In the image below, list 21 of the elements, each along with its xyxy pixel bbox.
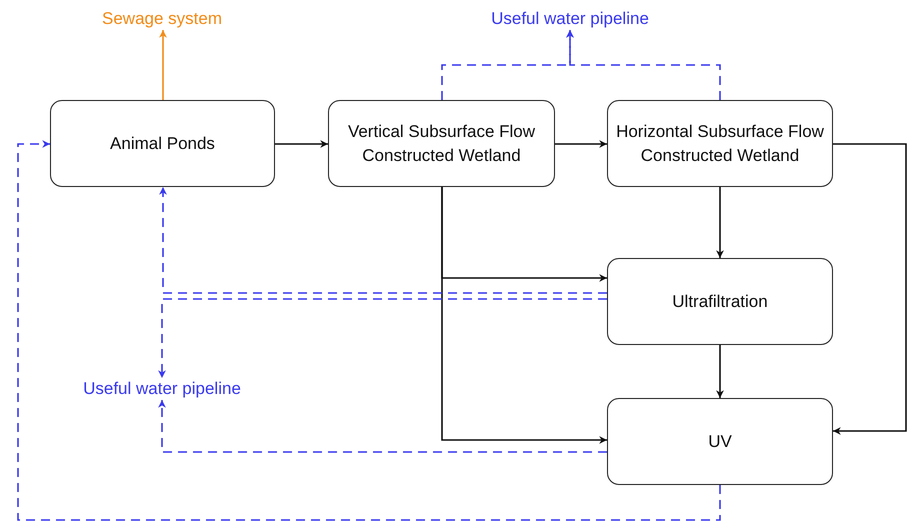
destination-label: Useful water pipeline <box>470 8 670 30</box>
process-box: Animal Ponds <box>50 100 275 187</box>
process-box: Horizontal Subsurface Flow Constructed Wetland <box>607 100 833 187</box>
arrow <box>833 143 907 435</box>
process-box: Vertical Subsurface Flow Constructed Wetland <box>328 100 555 187</box>
process-box: Ultrafiltration <box>607 258 833 345</box>
process-box: UV <box>607 398 833 485</box>
dashed-arrow <box>158 400 607 453</box>
destination-label: Useful water pipeline <box>60 378 264 400</box>
dashed-arrow <box>566 30 721 100</box>
destination-label: Sewage system <box>60 8 264 30</box>
arrow <box>555 140 607 148</box>
dashed-arrow <box>17 140 721 521</box>
dashed-arrow <box>441 30 574 100</box>
dashed-arrow <box>158 298 607 378</box>
dashed-arrow <box>159 187 607 294</box>
arrow <box>716 345 724 398</box>
arrow <box>275 140 328 148</box>
arrow <box>441 187 607 444</box>
arrow <box>159 30 167 100</box>
arrow <box>716 187 724 258</box>
